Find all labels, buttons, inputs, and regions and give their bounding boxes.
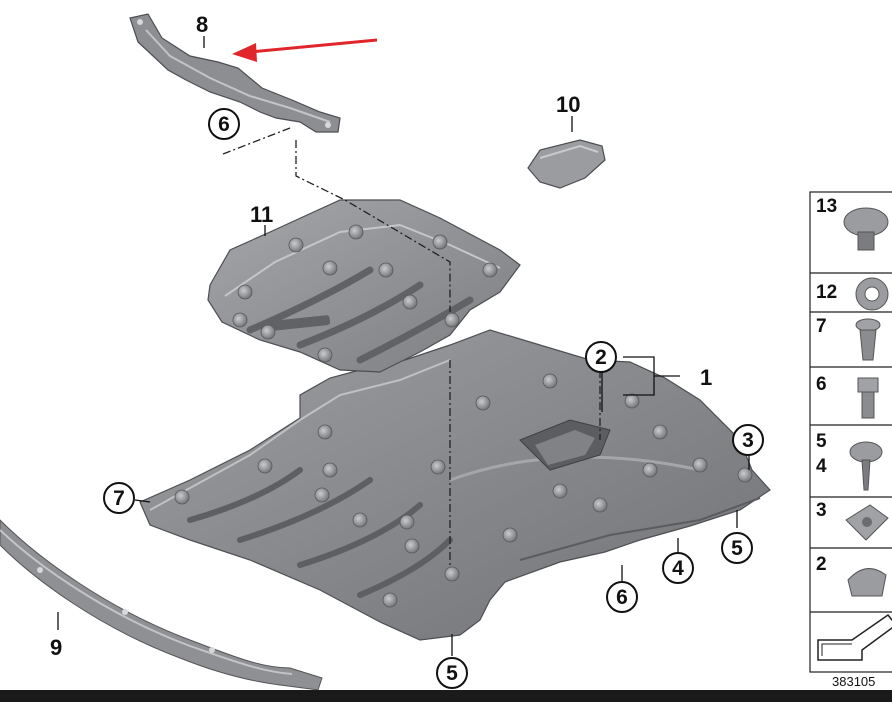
callout-8: 8 [196,12,208,37]
square-nut-6-icon [857,377,879,419]
assembly-lines [222,127,601,568]
callout-10: 10 [556,92,580,117]
spring-nut-2-icon [847,568,887,597]
red-pointer-arrow [232,38,378,62]
callout-11: 11 [250,202,273,227]
callout-3: 3 [742,429,754,452]
legend-label-13: 13 [816,196,837,217]
callout-2: 2 [595,346,607,369]
screw-5-4-icon [849,441,883,491]
underbody-shield-part [139,329,771,641]
grommet-12-icon [855,277,889,311]
legend-label-5: 5 [816,431,827,452]
legend-label-3: 3 [816,500,827,521]
legend-label-12: 12 [816,282,837,303]
fastener-legend-panel: 13 12 7 6 5 4 3 2 [809,191,892,673]
front-trim-strip-part [0,519,323,691]
upper-shield-plate-part [207,199,521,373]
callout-6-top: 6 [218,113,230,136]
circled-callouts [103,108,764,689]
cover-plate-part [527,139,606,189]
callout-5-bottom: 5 [446,662,458,685]
leader-lines [134,36,750,656]
legend-label-2: 2 [816,554,827,575]
callout-9: 9 [50,635,62,660]
clip-nut-3-icon [845,504,889,541]
callout-6-bottom: 6 [616,586,628,609]
callout-4: 4 [672,557,684,580]
callout-7: 7 [113,487,125,510]
expansion-nut-7-icon [855,318,881,361]
legend-label-6: 6 [816,374,827,395]
direction-arrow-icon [817,613,892,661]
diagram-number: 383105 [832,674,875,689]
callout-1: 1 [700,365,712,390]
legend-label-4: 4 [816,456,827,477]
bottom-border-bar [0,690,892,702]
legend-label-7: 7 [816,316,827,337]
push-rivet-13-icon [843,207,889,251]
bracket-part [129,13,341,133]
callout-5-right: 5 [731,537,743,560]
